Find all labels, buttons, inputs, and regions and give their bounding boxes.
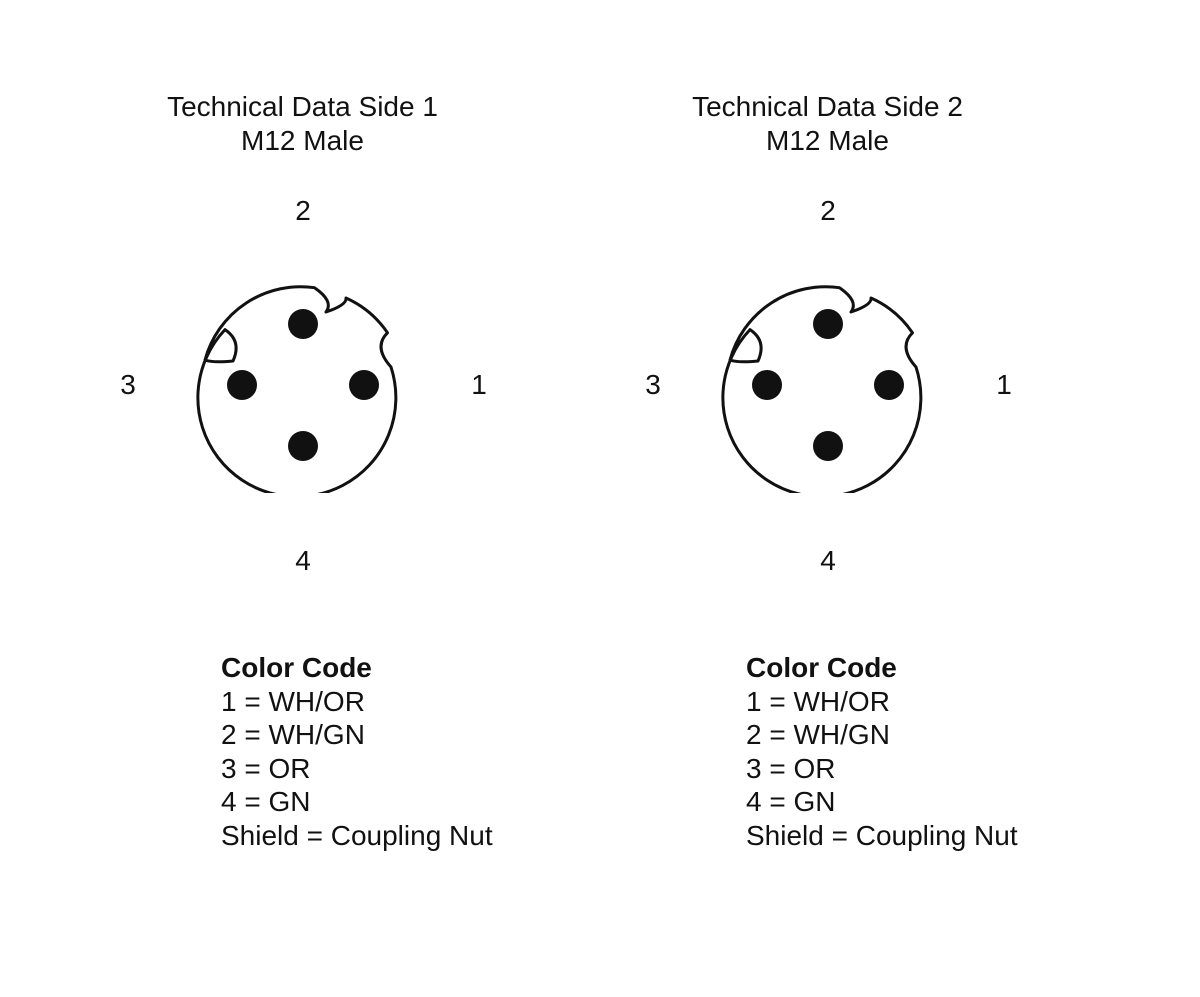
legend-line: 2 = WH/GN bbox=[746, 719, 890, 751]
pin-contact-2 bbox=[288, 309, 318, 339]
legend-line: 1 = WH/OR bbox=[746, 685, 890, 717]
connector-panel-side-1: Technical Data Side 1 M12 Male 2 1 4 3 C… bbox=[120, 91, 493, 853]
pin-label-bottom: 4 bbox=[295, 545, 311, 576]
legend-line: 2 = WH/GN bbox=[221, 719, 365, 751]
connector-outline bbox=[196, 285, 398, 493]
pin-contact-4 bbox=[288, 431, 318, 461]
title-line-2: M12 Male bbox=[766, 125, 889, 156]
pin-contact-1 bbox=[874, 370, 904, 400]
panel-title: Technical Data Side 1 M12 Male bbox=[0, 90, 605, 158]
pin-label-right: 1 bbox=[471, 369, 487, 400]
legend-line: 1 = WH/OR bbox=[221, 685, 365, 717]
pin-label-top: 2 bbox=[295, 195, 311, 226]
connector-panel-side-2: Technical Data Side 2 M12 Male 2 1 4 3 C… bbox=[525, 0, 1125, 997]
panel-title: Technical Data Side 2 M12 Male bbox=[525, 90, 1130, 158]
pin-label-left: 3 bbox=[645, 369, 661, 400]
legend-line: 3 = OR bbox=[221, 752, 311, 784]
pin-label-right: 1 bbox=[996, 369, 1012, 400]
pin-contact-1 bbox=[349, 370, 379, 400]
color-code-legend: Color Code 1 = WH/OR 2 = WH/GN 3 = OR 4 … bbox=[746, 651, 1018, 853]
pin-contact-3 bbox=[752, 370, 782, 400]
title-line-1: Technical Data Side 2 bbox=[692, 91, 963, 122]
pin-label-bottom: 4 bbox=[820, 545, 836, 576]
legend-line: 4 = GN bbox=[221, 786, 311, 818]
legend-heading: Color Code bbox=[746, 652, 897, 683]
legend-line: 4 = GN bbox=[746, 786, 836, 818]
m12-connector-face-icon bbox=[196, 285, 398, 493]
title-line-2: M12 Male bbox=[241, 125, 364, 156]
pin-label-left: 3 bbox=[120, 369, 136, 400]
pin-contact-2 bbox=[813, 309, 843, 339]
color-code-legend: Color Code 1 = WH/OR 2 = WH/GN 3 = OR 4 … bbox=[221, 651, 493, 853]
pin-label-top: 2 bbox=[820, 195, 836, 226]
m12-connector-face-icon bbox=[721, 285, 923, 493]
connector-outline bbox=[721, 285, 923, 493]
title-line-1: Technical Data Side 1 bbox=[167, 91, 438, 122]
pin-contact-4 bbox=[813, 431, 843, 461]
legend-line: Shield = Coupling Nut bbox=[221, 819, 493, 851]
legend-line: Shield = Coupling Nut bbox=[746, 819, 1018, 851]
legend-line: 3 = OR bbox=[746, 752, 836, 784]
legend-heading: Color Code bbox=[221, 652, 372, 683]
pin-contact-3 bbox=[227, 370, 257, 400]
